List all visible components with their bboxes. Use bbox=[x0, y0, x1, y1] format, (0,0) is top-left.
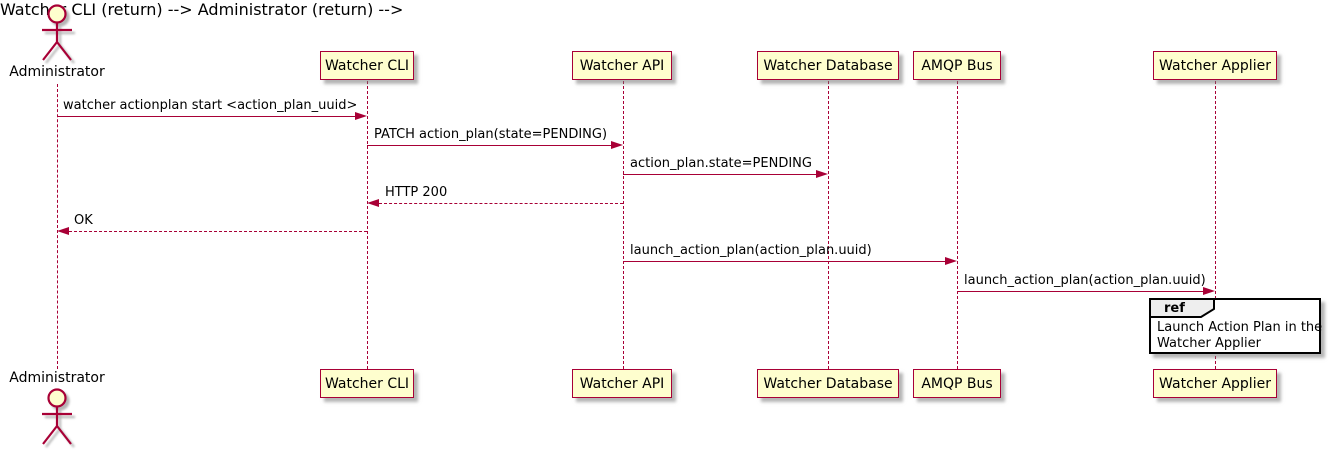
message-3-arrowhead bbox=[816, 170, 828, 178]
message-2-line bbox=[367, 145, 611, 146]
message-6-arrowhead bbox=[945, 257, 957, 265]
message-5-line bbox=[69, 231, 367, 232]
message-6-line bbox=[623, 261, 945, 262]
lifeline-watcher-cli bbox=[367, 81, 368, 369]
actor-label-top: Administrator bbox=[9, 64, 105, 80]
lifeline-watcher-applier bbox=[1215, 81, 1216, 369]
participant-top-watcher-applier: Watcher Applier bbox=[1153, 51, 1277, 80]
lifeline-watcher-api bbox=[623, 81, 624, 369]
actor-figure-bottom bbox=[42, 388, 72, 445]
lifeline-watcher-database bbox=[828, 81, 829, 369]
ref-text-line2: Watcher Applier bbox=[1157, 336, 1261, 351]
lifeline-administrator bbox=[57, 84, 58, 369]
participant-top-watcher-api: Watcher API bbox=[572, 51, 672, 80]
message-4-arrowhead bbox=[367, 199, 379, 207]
message-6-label: launch_action_plan(action_plan.uuid) bbox=[630, 243, 872, 258]
message-3-label: action_plan.state=PENDING bbox=[630, 156, 812, 171]
ref-fragment: ref Launch Action Plan in the Watcher Ap… bbox=[1149, 298, 1322, 354]
message-5-arrowhead bbox=[57, 227, 69, 235]
participant-bottom-watcher-applier: Watcher Applier bbox=[1153, 369, 1277, 398]
message-7-label: launch_action_plan(action_plan.uuid) bbox=[964, 273, 1206, 288]
participant-bottom-watcher-cli: Watcher CLI bbox=[320, 369, 414, 398]
participant-top-amqp-bus: AMQP Bus bbox=[913, 51, 1001, 80]
participant-bottom-watcher-api: Watcher API bbox=[572, 369, 672, 398]
participant-top-watcher-database: Watcher Database bbox=[757, 51, 899, 80]
message-1-arrowhead bbox=[355, 112, 367, 120]
message-3-line bbox=[623, 174, 816, 175]
message-7-arrowhead bbox=[1203, 287, 1215, 295]
ref-header-pentagon-icon bbox=[1149, 298, 1215, 318]
actor-label-bottom: Administrator bbox=[9, 370, 105, 386]
participant-top-watcher-cli: Watcher CLI bbox=[320, 51, 414, 80]
participant-bottom-watcher-database: Watcher Database bbox=[757, 369, 899, 398]
ref-text-line1: Launch Action Plan in the bbox=[1157, 320, 1323, 335]
message-1-label: watcher actionplan start <action_plan_uu… bbox=[63, 98, 358, 113]
message-1-line bbox=[57, 116, 355, 117]
message-2-arrowhead bbox=[611, 141, 623, 149]
message-7-line bbox=[957, 291, 1203, 292]
participant-bottom-amqp-bus: AMQP Bus bbox=[913, 369, 1001, 398]
lifeline-amqp-bus bbox=[957, 81, 958, 369]
message-4-label: HTTP 200 bbox=[385, 185, 448, 200]
ref-text: Launch Action Plan in the Watcher Applie… bbox=[1157, 320, 1322, 352]
ref-keyword: ref bbox=[1164, 301, 1185, 316]
message-2-label: PATCH action_plan(state=PENDING) bbox=[374, 127, 608, 142]
message-4-line bbox=[379, 203, 623, 204]
actor-figure-top bbox=[42, 4, 72, 61]
message-5-label: OK bbox=[74, 213, 93, 228]
